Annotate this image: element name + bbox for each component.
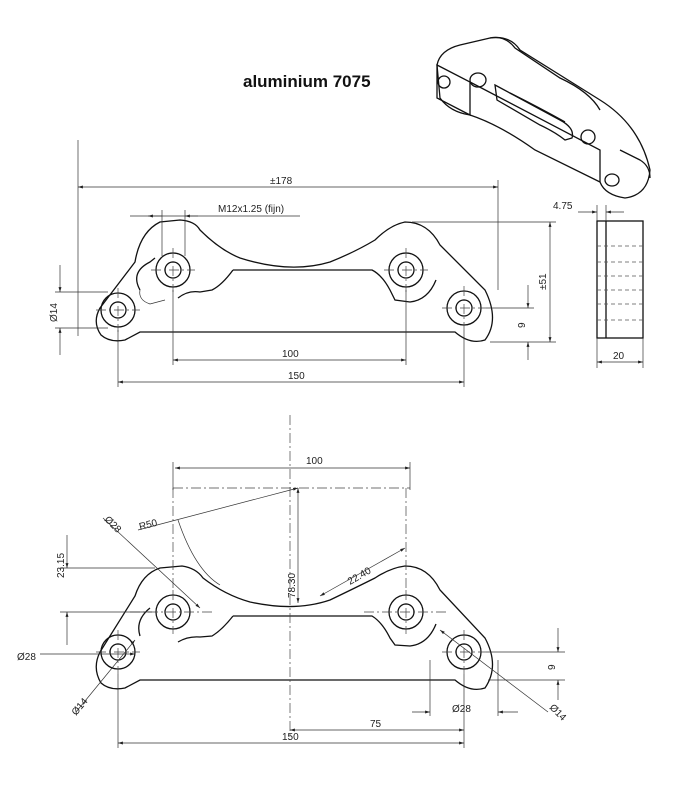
dim-lower-spacing: 150 bbox=[288, 371, 305, 382]
dim-bottom-offset: 9 bbox=[547, 664, 558, 670]
dim-offset: 9 bbox=[517, 322, 528, 328]
dim-bottom-upper-spacing: 100 bbox=[306, 456, 323, 467]
dim-left-hole: Ø14 bbox=[70, 696, 91, 718]
dim-overall-width: ±178 bbox=[270, 176, 293, 187]
dim-half-span: 75 bbox=[370, 719, 382, 730]
dim-height: ±51 bbox=[538, 273, 549, 290]
dim-step: 4.75 bbox=[553, 201, 573, 212]
dim-hole-dia: Ø14 bbox=[49, 303, 60, 322]
dim-right-hole: Ø14 bbox=[547, 702, 568, 723]
construction-view: 100 R50 Ø28 23.15 78.30 22.40 Ø28 Ø14 Ø2… bbox=[17, 415, 568, 748]
dim-upper-dia: Ø28 bbox=[102, 514, 123, 535]
dim-thread: M12x1.25 (fijn) bbox=[218, 204, 284, 215]
material-title: aluminium 7075 bbox=[243, 72, 371, 91]
side-view: 4.75 20 bbox=[553, 201, 644, 368]
front-view: ±178 M12x1.25 (fijn) Ø14 100 150 ±51 bbox=[49, 140, 556, 387]
dim-upper-height: 23.15 bbox=[56, 553, 67, 578]
dim-left-dia: Ø28 bbox=[17, 652, 36, 663]
dim-radius: R50 bbox=[138, 518, 159, 533]
dim-arc-height: 78.30 bbox=[287, 573, 298, 598]
dim-bottom-lower-spacing: 150 bbox=[282, 732, 299, 743]
isometric-view bbox=[436, 36, 651, 199]
dim-thickness: 20 bbox=[613, 351, 625, 362]
dim-right-dia: Ø28 bbox=[452, 704, 471, 715]
dim-chord: 22.40 bbox=[346, 565, 374, 587]
dim-upper-spacing: 100 bbox=[282, 349, 299, 360]
